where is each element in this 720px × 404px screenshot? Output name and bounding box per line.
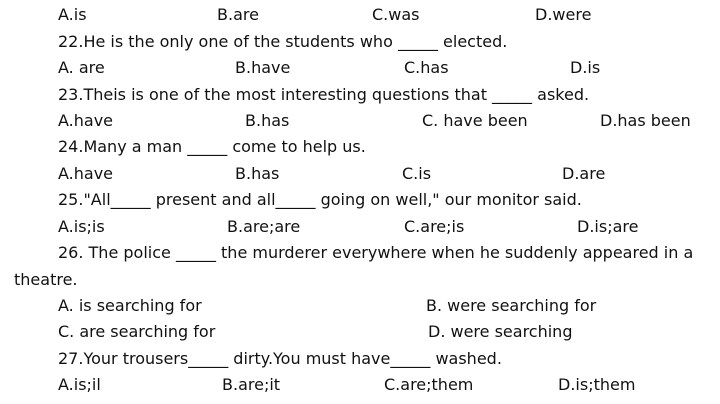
q27-question: 27.Your trousers_____ dirty.You must hav… bbox=[58, 349, 502, 368]
q25-option-c: C.are;is bbox=[404, 217, 465, 236]
q26-option-d: D. were searching bbox=[428, 322, 573, 341]
q23-option-a: A.have bbox=[58, 111, 114, 130]
q25-option-a: A.is;is bbox=[58, 217, 105, 236]
q24-option-c: C.is bbox=[402, 164, 432, 183]
q27-option-c: C.are;them bbox=[384, 375, 474, 394]
q26-question-line2: theatre. bbox=[14, 270, 78, 289]
q25-question: 25."All_____ present and all_____ going … bbox=[58, 190, 582, 209]
q27-option-a: A.is;il bbox=[58, 375, 101, 394]
q22-option-c: C.has bbox=[404, 58, 449, 77]
q25-option-d: D.is;are bbox=[577, 217, 639, 236]
q23-option-b: B.has bbox=[245, 111, 290, 130]
q22-option-b: B.have bbox=[235, 58, 291, 77]
q27-option-d: D.is;them bbox=[558, 375, 636, 394]
q21-option-b: B.are bbox=[217, 5, 259, 24]
q22-question: 22.He is the only one of the students wh… bbox=[58, 32, 508, 51]
q23-option-d: D.has been bbox=[600, 111, 691, 130]
q26-option-a: A. is searching for bbox=[58, 296, 202, 315]
q21-option-d: D.were bbox=[535, 5, 592, 24]
q24-option-b: B.has bbox=[235, 164, 280, 183]
q23-question: 23.Theis is one of the most interesting … bbox=[58, 85, 590, 104]
q23-option-c: C. have been bbox=[422, 111, 528, 130]
q24-question: 24.Many a man _____ come to help us. bbox=[58, 137, 366, 156]
q25-option-b: B.are;are bbox=[227, 217, 301, 236]
q21-option-c: C.was bbox=[372, 5, 420, 24]
q22-option-a: A. are bbox=[58, 58, 105, 77]
q26-option-c: C. are searching for bbox=[58, 322, 216, 341]
q21-option-a: A.is bbox=[58, 5, 87, 24]
q27-option-b: B.are;it bbox=[222, 375, 281, 394]
q24-option-d: D.are bbox=[562, 164, 606, 183]
q26-option-b: B. were searching for bbox=[426, 296, 597, 315]
q22-option-d: D.is bbox=[570, 58, 601, 77]
q24-option-a: A.have bbox=[58, 164, 114, 183]
q26-question-line1: 26. The police _____ the murderer everyw… bbox=[58, 243, 694, 262]
